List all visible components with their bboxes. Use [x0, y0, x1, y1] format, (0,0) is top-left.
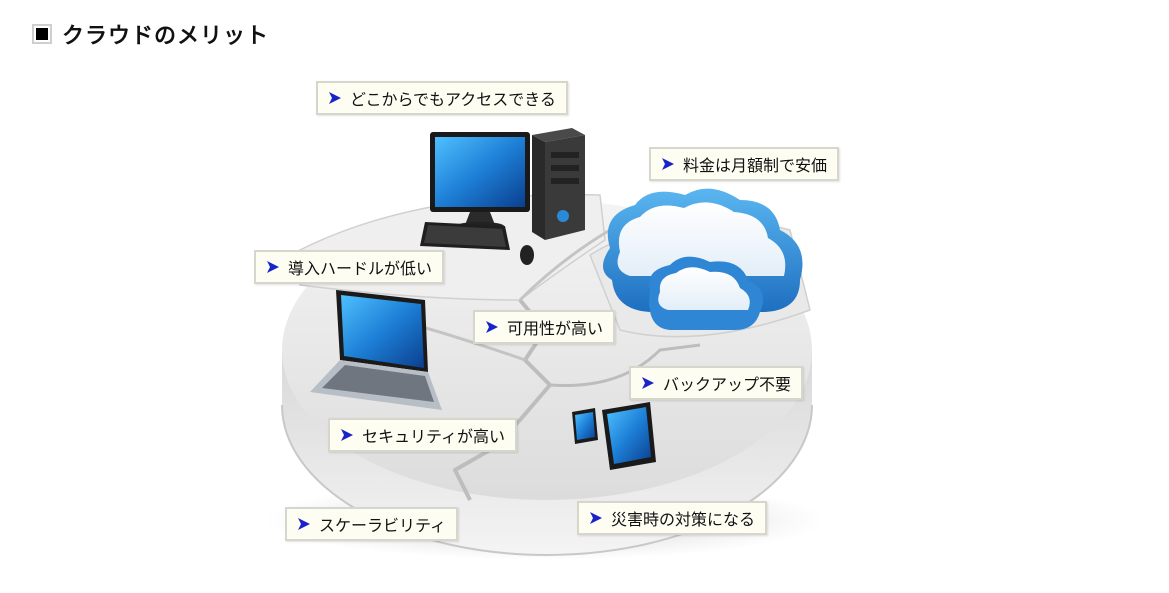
crack-upper: [518, 228, 611, 302]
arrow-right-icon: [341, 429, 353, 441]
arrow-right-icon: [329, 92, 341, 104]
label-low-barrier: 導入ハードルが低い: [254, 250, 445, 284]
tablet-icon: [602, 402, 656, 470]
page-title: クラウドのメリット: [62, 24, 270, 49]
arrow-right-icon: [267, 261, 279, 273]
label-high-availability: 可用性が高い: [473, 310, 616, 344]
crack-right: [549, 343, 701, 388]
label-no-backup: バックアップ不要: [629, 366, 804, 400]
keyboard-icon: [420, 222, 510, 250]
label-monthly-price: 料金は月額制で安価: [649, 147, 840, 181]
label-disaster-recovery: 災害時の対策になる: [577, 501, 768, 535]
cloud-icon: [602, 188, 803, 330]
black-square-icon: [32, 24, 52, 44]
label-scalability: スケーラビリティ: [285, 507, 459, 541]
mouse-icon: [520, 245, 534, 265]
smartphone-icon: [572, 408, 598, 444]
laptop-icon: [310, 290, 442, 410]
arrow-right-icon: [590, 512, 602, 524]
label-high-security: セキュリティが高い: [328, 418, 518, 452]
desktop-monitor-icon: [430, 132, 530, 230]
arrow-right-icon: [642, 377, 654, 389]
section-heading: クラウドのメリット: [32, 18, 269, 50]
arrow-right-icon: [662, 158, 674, 170]
arrow-right-icon: [298, 518, 310, 530]
tower-pc-icon: [532, 128, 585, 240]
arrow-right-icon: [486, 321, 498, 333]
label-anywhere-access: どこからでもアクセスできる: [316, 81, 568, 115]
